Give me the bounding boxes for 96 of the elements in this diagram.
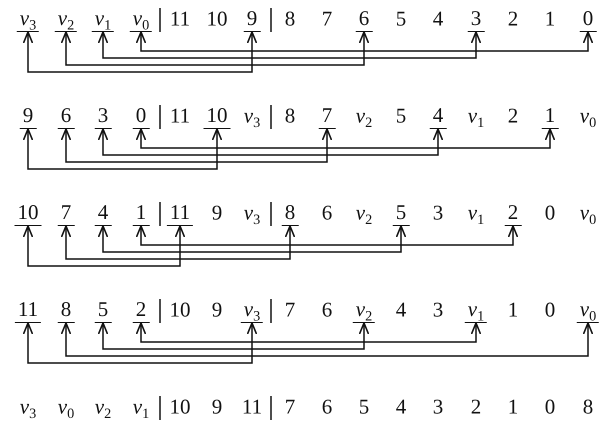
underlined-term: 3 bbox=[468, 8, 484, 32]
underlined-term: 11 bbox=[166, 202, 194, 226]
sequence-term: 8 bbox=[284, 106, 296, 128]
underlined-term: v$_{1}$ bbox=[92, 8, 114, 32]
double-arrow bbox=[60, 31, 370, 66]
sequence-term: 11 bbox=[168, 8, 192, 32]
double-arrow bbox=[60, 225, 296, 260]
underlined-term: 6 bbox=[356, 8, 372, 32]
sequence-term: 3 bbox=[432, 300, 444, 322]
underlined-term: v$_{2}$ bbox=[54, 8, 78, 32]
sequence-term: 7 bbox=[284, 396, 296, 420]
sequence-term: 7 bbox=[284, 300, 296, 322]
sequence-term: 11 bbox=[168, 106, 192, 128]
underlined-term: v$_{3}$ bbox=[240, 299, 264, 323]
sequence-term: 4 bbox=[432, 8, 444, 32]
sequence-term: v$_{3}$ bbox=[18, 396, 38, 420]
sequence-term: v$_{1}$ bbox=[466, 202, 486, 226]
sequence-term: 3 bbox=[432, 202, 444, 226]
sequence-term: 1 bbox=[506, 396, 520, 420]
sequence-term: 1 bbox=[544, 8, 556, 32]
underlined-term: v$_{3}$ bbox=[16, 8, 40, 32]
sequence-term: 0 bbox=[544, 202, 556, 226]
underlined-term: v$_{1}$ bbox=[464, 299, 488, 323]
sequence-term: v$_{0}$ bbox=[578, 202, 598, 226]
underlined-term: 7 bbox=[318, 105, 336, 129]
sequence-term: 2 bbox=[506, 8, 520, 32]
sequence-term: 4 bbox=[394, 300, 408, 322]
sequence-term: v$_{2}$ bbox=[354, 202, 374, 226]
underlined-term: 10 bbox=[14, 202, 42, 226]
sequence-term: 5 bbox=[394, 8, 408, 32]
sequence-term: v$_{1}$ bbox=[132, 396, 150, 420]
underlined-term: 3 bbox=[94, 105, 112, 129]
underlined-term: 10 bbox=[204, 105, 230, 129]
double-arrow bbox=[98, 31, 482, 59]
sequence-term: 2 bbox=[470, 396, 482, 420]
sequence-term: v$_{3}$ bbox=[242, 202, 262, 226]
underlined-term: v$_{2}$ bbox=[352, 299, 376, 323]
underlined-term: 4 bbox=[430, 105, 446, 129]
sequence-term: 0 bbox=[544, 396, 556, 420]
underlined-term: 0 bbox=[580, 8, 596, 32]
underlined-term: 5 bbox=[94, 299, 112, 323]
sequence-term: v$_{2}$ bbox=[94, 396, 112, 420]
sequence-term: v$_{0}$ bbox=[56, 396, 76, 420]
sequence-term: 9 bbox=[210, 300, 224, 322]
double-arrow bbox=[98, 225, 406, 253]
underlined-term: 4 bbox=[94, 202, 112, 226]
double-arrow bbox=[22, 128, 222, 170]
double-arrow bbox=[98, 322, 370, 350]
sequence-term: 6 bbox=[320, 396, 334, 420]
double-arrow bbox=[22, 225, 186, 267]
sequence-term: 3 bbox=[432, 396, 444, 420]
double-arrow bbox=[136, 322, 482, 343]
double-arrow bbox=[98, 128, 444, 156]
sequence-term: 9 bbox=[210, 202, 224, 226]
underlined-term: v$_{0}$ bbox=[130, 8, 152, 32]
sequence-term: 9 bbox=[210, 396, 224, 420]
underlined-term: 2 bbox=[504, 202, 522, 226]
sequence-term: 10 bbox=[206, 8, 228, 32]
underlined-term: 8 bbox=[282, 202, 298, 226]
sequence-term: 6 bbox=[320, 300, 334, 322]
underlined-term: 7 bbox=[58, 202, 74, 226]
sequence-term: 5 bbox=[358, 396, 370, 420]
double-arrow bbox=[136, 31, 594, 52]
underlined-term: 6 bbox=[58, 105, 74, 129]
sequence-term: 6 bbox=[320, 202, 334, 226]
underlined-term: 11 bbox=[14, 299, 42, 323]
sequence-term: v$_{3}$ bbox=[242, 106, 262, 128]
underlined-term: 1 bbox=[132, 202, 150, 226]
sequence-term: v$_{2}$ bbox=[354, 106, 374, 128]
underlined-term: 0 bbox=[132, 105, 150, 129]
sequence-term: 10 bbox=[168, 396, 192, 420]
underlined-term: 9 bbox=[20, 105, 36, 129]
sequence-term: 8 bbox=[582, 396, 594, 420]
double-arrow bbox=[60, 322, 594, 357]
double-arrow bbox=[136, 225, 518, 246]
sequence-term: v$_{0}$ bbox=[578, 106, 598, 128]
sequence-term: 2 bbox=[506, 106, 520, 128]
underlined-term: 8 bbox=[58, 299, 74, 323]
double-arrow bbox=[60, 128, 332, 163]
sequence-term: v$_{1}$ bbox=[466, 106, 486, 128]
underlined-term: 1 bbox=[542, 105, 558, 129]
underlined-term: 5 bbox=[392, 202, 410, 226]
sequence-term: 8 bbox=[284, 8, 296, 32]
sequence-term: 7 bbox=[320, 8, 334, 32]
sequence-term: 5 bbox=[394, 106, 408, 128]
sequence-term: 4 bbox=[394, 396, 408, 420]
double-arrow bbox=[22, 322, 258, 364]
underlined-term: 9 bbox=[244, 8, 260, 32]
double-arrow bbox=[136, 128, 556, 149]
underlined-term: v$_{0}$ bbox=[576, 299, 600, 323]
sequence-term: 11 bbox=[240, 396, 264, 420]
sequence-term: 0 bbox=[544, 300, 556, 322]
double-arrow bbox=[22, 31, 258, 73]
sequence-term: 10 bbox=[168, 300, 192, 322]
sequence-term: 1 bbox=[506, 300, 520, 322]
underlined-term: 2 bbox=[132, 299, 150, 323]
